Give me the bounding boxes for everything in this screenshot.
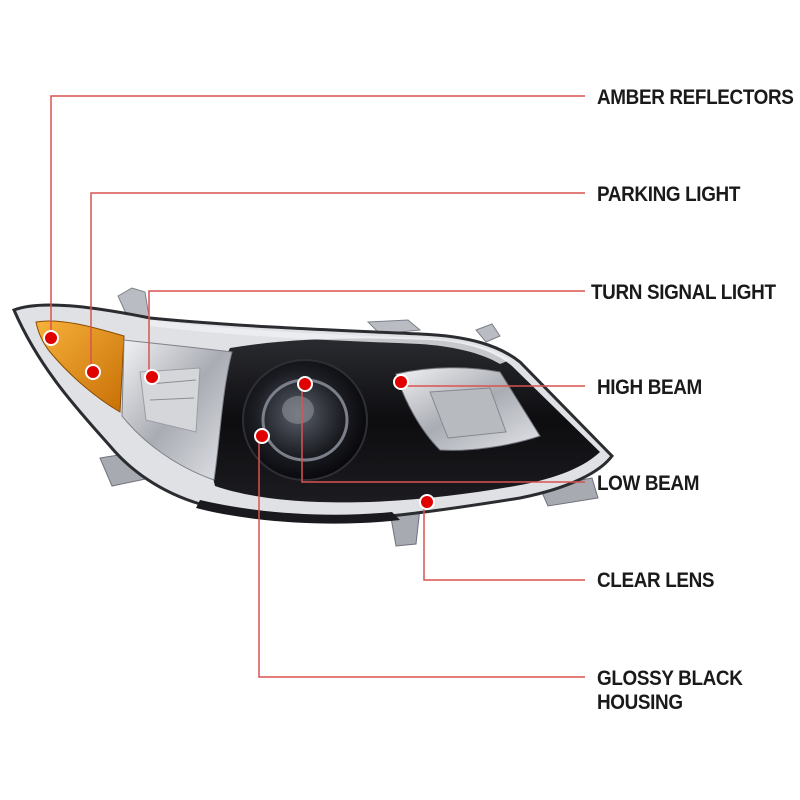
marker-low-beam [297, 376, 313, 392]
marker-amber-reflectors [43, 330, 59, 346]
leader-line-low-beam [301, 384, 585, 483]
label-high-beam: HIGH BEAM [597, 376, 702, 399]
label-turn-signal-light: TURN SIGNAL LIGHT [591, 281, 776, 304]
mounting-tab-icon [475, 323, 501, 343]
label-glossy-black-housing: GLOSSY BLACK HOUSING [597, 667, 743, 715]
marker-turn-signal-light [144, 369, 160, 385]
label-amber-reflectors: AMBER REFLECTORS [597, 86, 794, 109]
label-glossy-black-housing-line-2: HOUSING [597, 691, 683, 714]
marker-high-beam [393, 374, 409, 390]
callout-markers [43, 330, 435, 510]
leader-line-clear-lens [423, 502, 585, 581]
marker-glossy-black-housing [254, 428, 270, 444]
leader-line-turn-signal-light [148, 290, 585, 376]
marker-clear-lens [419, 494, 435, 510]
label-clear-lens: CLEAR LENS [597, 569, 715, 592]
headlight-assembly-icon [12, 287, 614, 547]
amber-reflector-icon [35, 320, 125, 413]
marker-parking-light [85, 364, 101, 380]
leader-line-parking-light [90, 192, 585, 370]
leader-line-glossy-black-housing [258, 436, 585, 678]
mounting-tab-icon [366, 319, 422, 335]
label-parking-light: PARKING LIGHT [597, 183, 741, 206]
leader-line-amber-reflectors [50, 95, 585, 338]
label-low-beam: LOW BEAM [597, 472, 700, 495]
label-glossy-black-housing-line-1: GLOSSY BLACK [597, 667, 743, 690]
